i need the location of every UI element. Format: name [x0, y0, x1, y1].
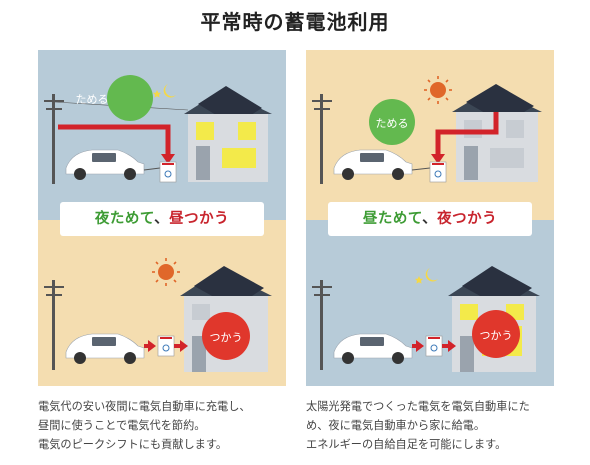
moon-icon: [425, 268, 438, 282]
arrow-solar-to-charger: [431, 112, 499, 164]
description-line: 電気代の安い夜間に電気自動車に充電し、: [38, 400, 251, 413]
charge-bubble: [107, 75, 153, 121]
left-description: 電気代の安い夜間に電気自動車に充電し、 昼間に使うことで電気代を節約。 電気のピ…: [38, 397, 300, 454]
right-description: 太陽光発電でつくった電気を電気自動車にた め、夜に電気自動車から家に給電。 エネ…: [306, 397, 568, 454]
utility-pole-icon-2: [44, 280, 64, 370]
star-icon: [415, 276, 423, 284]
arrow-charger-to-house: [174, 340, 188, 352]
charging-cable: [143, 167, 161, 171]
use-bubble: [472, 310, 520, 358]
use-bubble-label: つかう: [479, 329, 513, 342]
utility-pole-icon: [312, 94, 332, 184]
house-icon: [184, 86, 272, 182]
banner-part1: 夜ためて: [94, 211, 155, 227]
charger-icon-2: [425, 335, 443, 357]
charging-cable: [411, 167, 431, 171]
sun-icon: [430, 82, 446, 98]
car-icon-2: [333, 333, 413, 364]
arrow-car-to-charger: [144, 340, 156, 352]
right-panel-day-charge-night-use: ためる つかう 昼ためて、夜つかう: [306, 50, 554, 386]
charge-bubble-label: ためる: [375, 117, 409, 130]
description-line: 太陽光発電でつくった電気を電気自動車にた: [306, 400, 530, 413]
sun-icon: [158, 264, 174, 280]
charger-icon: [159, 161, 177, 183]
use-bubble-label: つかう: [209, 331, 243, 344]
charger-icon: [429, 161, 447, 183]
house-icon: [452, 84, 542, 182]
banner-comma: 、: [154, 211, 170, 227]
banner-comma: 、: [422, 211, 438, 227]
car-icon-2: [65, 333, 145, 364]
arrow-car-to-charger: [412, 340, 424, 352]
moon-icon: [163, 84, 176, 98]
use-bubble: [202, 312, 250, 360]
sun-rays: [424, 76, 452, 104]
left-panel-illustration: [38, 50, 286, 386]
sun-rays: [152, 258, 180, 286]
right-panel-illustration: [306, 50, 554, 386]
car-icon: [65, 149, 145, 180]
description-line: エネルギーの自給自足を可能にします。: [306, 438, 507, 451]
right-banner: 昼ためて、夜つかう: [328, 202, 532, 236]
description-line: め、夜に電気自動車から家に給電。: [306, 419, 486, 432]
page-title: 平常時の蓄電池利用: [200, 10, 390, 34]
arrow-charger-to-house: [442, 340, 456, 352]
description-line: 昼間に使うことで電気代を節約。: [38, 419, 206, 432]
arrow-pole-to-charger: [58, 124, 175, 164]
charge-bubble-label: ためる: [75, 93, 109, 106]
utility-pole-icon-2: [312, 280, 332, 370]
banner-part1: 昼ためて: [362, 211, 423, 227]
banner-part2: 昼つかう: [169, 211, 230, 227]
banner-part2: 夜つかう: [437, 211, 498, 227]
description-line: 電気のピークシフトにも貢献します。: [38, 438, 228, 451]
charger-icon-2: [157, 335, 175, 357]
charge-bubble: [369, 99, 415, 145]
car-icon: [333, 149, 413, 180]
left-banner: 夜ためて、昼つかう: [60, 202, 264, 236]
star-icon: [153, 90, 161, 98]
left-panel-night-charge-day-use: ためる つかう 夜ためて、昼つかう: [38, 50, 286, 386]
